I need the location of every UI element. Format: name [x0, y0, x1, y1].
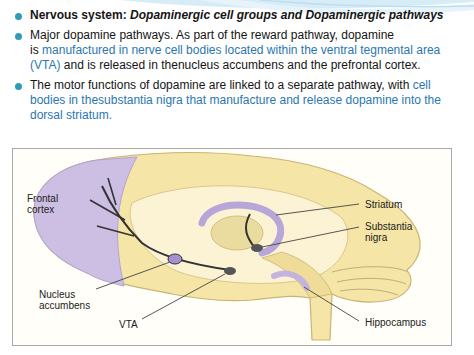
bullet-dot	[15, 33, 22, 40]
heading-bullet: Nervous system:Dopaminergic cell groups …	[30, 8, 462, 23]
region-label: Hippocampus	[365, 317, 445, 328]
bullet-dot	[15, 13, 22, 20]
heading-text: Nervous system:	[30, 8, 127, 22]
brain-outline	[34, 153, 420, 340]
vta-shape	[224, 267, 236, 275]
region-label: Striatum	[365, 199, 445, 210]
bullet-text: and is released in thenucleus accumbens …	[64, 58, 421, 72]
leader-line	[96, 262, 170, 289]
heading-text: Dopaminergic cell groups and Dopaminergi…	[130, 8, 443, 22]
region-label: Substantia nigra	[365, 221, 423, 243]
bullet-paragraph: Major dopamine pathways. As part of the …	[30, 28, 462, 73]
figure-panel: Frontal cortex StriatumSubstantia nigraNu…	[12, 148, 452, 346]
region-label: Frontal cortex	[27, 193, 73, 215]
frontal-region	[34, 157, 137, 286]
brain-illustration	[12, 148, 452, 346]
leader-line	[304, 287, 359, 321]
bullet-paragraph: The motor functions of dopamine are link…	[30, 78, 462, 123]
swoosh-line	[260, 0, 474, 7]
bullet-text: The motor functions of dopamine are link…	[30, 78, 409, 92]
region-label: VTA	[119, 319, 159, 330]
inner-region	[130, 186, 348, 284]
leader-line	[276, 204, 359, 215]
leader-line	[142, 274, 225, 319]
nigrostriatal-pathway	[246, 214, 255, 248]
hippocampus-shape	[274, 274, 307, 288]
mesocortical-pathway	[102, 186, 230, 270]
midbrain	[262, 252, 332, 298]
leader-line	[262, 227, 359, 247]
nucleus-accumbens-shape	[168, 254, 182, 264]
cerebellum-folds	[332, 267, 408, 295]
cortical-branches	[90, 178, 134, 236]
region-label: Nucleus accumbens	[39, 289, 101, 311]
substantia-nigra-shape	[251, 244, 263, 252]
bullet-dot	[15, 83, 22, 90]
